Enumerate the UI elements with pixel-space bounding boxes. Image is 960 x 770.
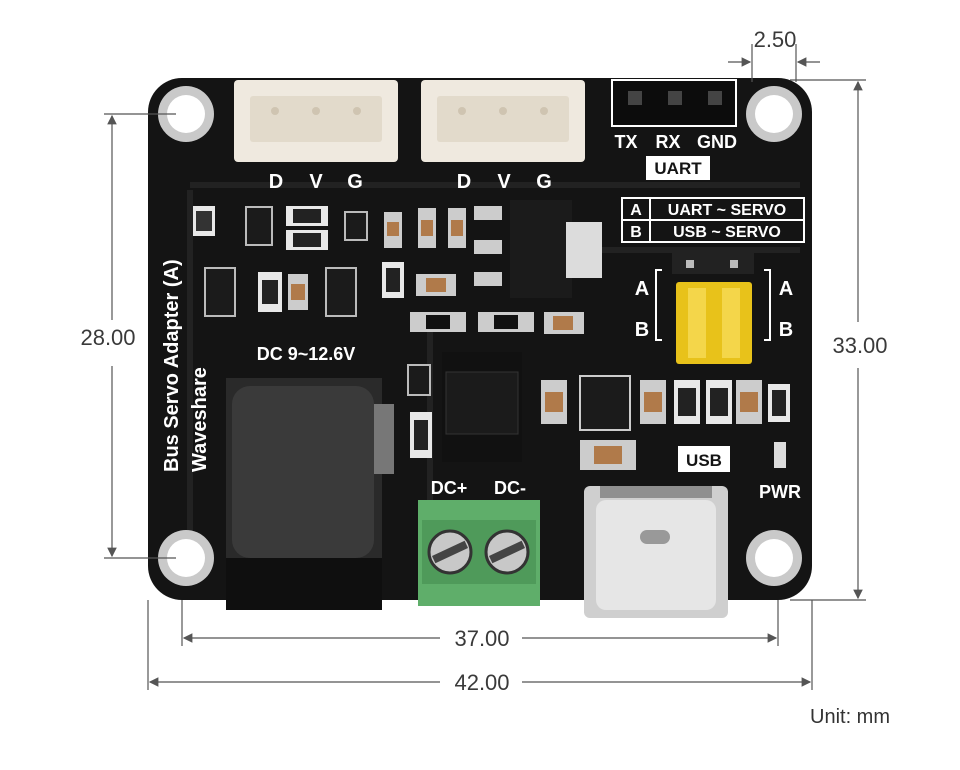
servo-connector-2 bbox=[421, 80, 585, 162]
servo1-pin-g: G bbox=[347, 171, 363, 193]
usb-label: USB bbox=[686, 451, 722, 470]
dim-hole-height: 28.00 bbox=[80, 325, 135, 350]
jumper-label-a-left: A bbox=[635, 278, 649, 300]
mode-a-desc: UART ~ SERVO bbox=[668, 202, 786, 219]
servo1-pin-d: D bbox=[269, 171, 283, 193]
jumper-label-b-right: B bbox=[779, 319, 793, 341]
smd-components bbox=[193, 200, 790, 470]
screw-terminal bbox=[418, 500, 540, 606]
usb-label-box bbox=[678, 446, 730, 472]
terminal-minus-label: DC- bbox=[494, 478, 526, 498]
jumper-label-b-left: B bbox=[635, 319, 649, 341]
mode-b-key: B bbox=[630, 224, 642, 241]
mode-a-key: A bbox=[630, 202, 642, 219]
pwr-label: PWR bbox=[759, 482, 801, 502]
mode-jumper[interactable] bbox=[655, 252, 771, 364]
dimension-lines bbox=[104, 44, 866, 690]
servo2-pin-d: D bbox=[457, 171, 471, 193]
dim-board-width: 42.00 bbox=[454, 670, 509, 695]
dc-barrel-jack bbox=[226, 378, 394, 610]
terminal-plus-label: DC+ bbox=[431, 478, 468, 498]
board-name: Bus Servo Adapter (A) bbox=[161, 259, 183, 472]
uart-pin-rx: RX bbox=[655, 132, 680, 152]
dc-input-label: DC 9~12.6V bbox=[257, 344, 356, 364]
servo2-pin-v: V bbox=[497, 171, 511, 193]
dim-hole-width: 37.00 bbox=[454, 626, 509, 651]
servo-connector-1 bbox=[234, 80, 398, 162]
servo1-pin-v: V bbox=[309, 171, 323, 193]
uart-header bbox=[611, 79, 737, 127]
uart-label: UART bbox=[654, 159, 702, 178]
servo2-pin-g: G bbox=[536, 171, 552, 193]
uart-pin-gnd: GND bbox=[697, 132, 737, 152]
dim-board-height: 33.00 bbox=[832, 333, 887, 358]
mounting-hole-bottom-left bbox=[158, 530, 214, 586]
unit-label: Unit: mm bbox=[810, 706, 890, 728]
mounting-hole-bottom-right bbox=[746, 530, 802, 586]
jumper-label-a-right: A bbox=[779, 278, 793, 300]
mounting-hole-top-right bbox=[746, 86, 802, 142]
mode-b-desc: USB ~ SERVO bbox=[673, 224, 781, 241]
uart-label-box bbox=[646, 156, 710, 180]
mode-table bbox=[621, 197, 805, 243]
mounting-hole-top-left bbox=[158, 86, 214, 142]
uart-pin-tx: TX bbox=[614, 132, 637, 152]
dim-pitch: 2.50 bbox=[754, 27, 797, 52]
brand-name: Waveshare bbox=[189, 367, 211, 472]
usb-c-port bbox=[584, 486, 728, 618]
